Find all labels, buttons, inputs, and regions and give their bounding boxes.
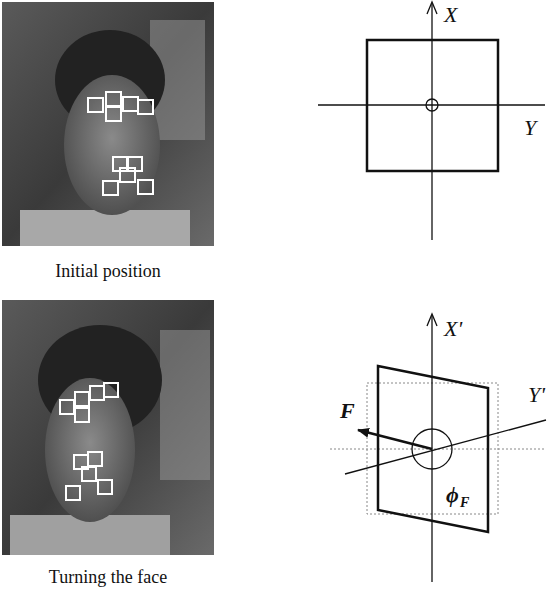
- angle-subscript: F: [460, 496, 469, 510]
- photo-turning: [2, 300, 214, 555]
- axes-turned: [330, 314, 546, 582]
- angle-label: ϕ: [446, 484, 459, 506]
- axis-label: Y': [528, 384, 545, 406]
- caption: Turning the face: [49, 568, 167, 586]
- vector-label: F: [340, 400, 355, 422]
- caption: Initial position: [55, 262, 161, 280]
- axis-label: X': [444, 318, 462, 340]
- axis-label: Y: [524, 117, 536, 139]
- axis-label: X: [444, 4, 457, 26]
- photo-initial: [2, 2, 214, 246]
- axes-initial: [318, 2, 545, 240]
